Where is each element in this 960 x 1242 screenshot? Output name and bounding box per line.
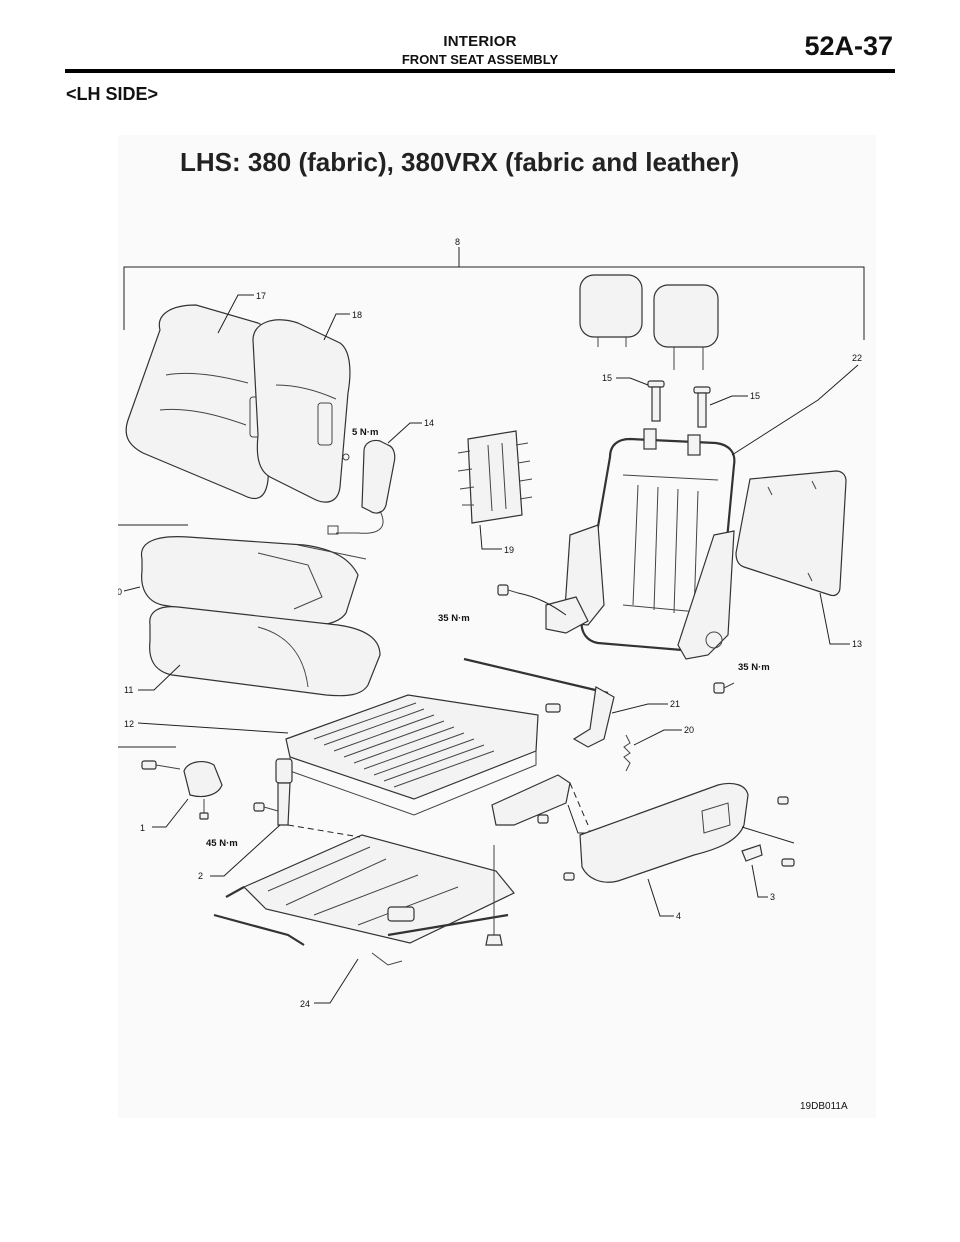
leader-3	[751, 864, 768, 898]
callout-15-right: 15	[750, 391, 760, 401]
callout-21: 21	[670, 699, 680, 709]
callout-10: 10	[118, 587, 122, 597]
seatback-frame-22	[545, 428, 736, 660]
leader-1	[152, 798, 189, 828]
seat-adjuster-24	[213, 834, 515, 966]
callout-20: 20	[684, 725, 694, 735]
header-rule	[65, 69, 895, 73]
lumbar-support-19	[457, 430, 533, 524]
release-rod-21	[463, 657, 615, 748]
return-spring-20	[623, 734, 631, 772]
leader-24	[314, 958, 359, 1004]
callout-17: 17	[256, 291, 266, 301]
seatback-board-13	[735, 470, 847, 597]
leader-10	[123, 586, 141, 592]
page-number: 52A-37	[804, 31, 893, 61]
callout-8: 8	[455, 237, 460, 247]
leader-20	[633, 729, 682, 746]
diagram-title: LHS: 380 (fabric), 380VRX (fabric and le…	[180, 147, 739, 177]
leader-15-right	[709, 395, 748, 406]
headrest-right	[653, 284, 719, 370]
bolt-35nm-left	[497, 584, 519, 596]
bolt-35nm-right	[713, 682, 735, 694]
leader-13	[819, 592, 850, 645]
leader-12	[137, 722, 289, 734]
side-airbag-14	[327, 439, 396, 535]
torque-35nm-left: 35 N·m	[438, 613, 470, 624]
torque-45nm: 45 N·m	[206, 838, 238, 849]
callout-4: 4	[676, 911, 681, 921]
callout-18: 18	[352, 310, 362, 320]
seatbelt-buckle-2	[253, 758, 293, 826]
header-title: INTERIOR	[443, 33, 517, 50]
leader-21	[611, 703, 668, 714]
leader-15-left	[616, 377, 649, 386]
recliner-knob-3	[741, 826, 795, 867]
torque-35nm-right: 35 N·m	[738, 662, 770, 673]
leader-4	[647, 878, 674, 917]
leader-7	[567, 804, 586, 834]
leader-22	[731, 364, 859, 456]
alignment-lines	[287, 782, 589, 838]
headrest-left	[579, 274, 643, 347]
callout-24: 24	[300, 999, 310, 1009]
leader-2	[210, 824, 281, 877]
leader-14	[387, 422, 422, 444]
callout-11: 11	[124, 685, 133, 695]
cushion-pad-11	[149, 606, 381, 697]
leader-18	[323, 313, 350, 341]
callout-22: 22	[852, 353, 862, 363]
side-shield-4	[563, 782, 789, 883]
inner-cover-1	[141, 760, 223, 820]
callout-1: 1	[140, 823, 145, 833]
callout-15-left: 15	[602, 373, 612, 383]
callout-14: 14	[424, 418, 434, 428]
bracket-9	[118, 524, 188, 748]
leader-bolt-35-left	[517, 592, 567, 616]
seat-exploded-diagram: LHS: 380 (fabric), 380VRX (fabric and le…	[118, 135, 876, 1118]
header-subtitle: FRONT SEAT ASSEMBLY	[401, 52, 559, 67]
callout-3: 3	[770, 892, 775, 902]
cushion-cover-10	[140, 536, 367, 627]
leader-11	[138, 664, 181, 691]
torque-5nm: 5 N·m	[352, 427, 378, 438]
leader-19	[479, 524, 502, 550]
section-label: <LH SIDE>	[66, 84, 159, 104]
bracket-7	[491, 774, 571, 826]
bracket-8	[123, 247, 865, 340]
leader-17	[217, 294, 254, 334]
callout-19: 19	[504, 545, 514, 555]
callout-13: 13	[852, 639, 862, 649]
headrest-guide-left-15	[647, 380, 665, 422]
callout-12: 12	[124, 719, 134, 729]
seatback-pad-18	[252, 319, 351, 503]
callout-2: 2	[198, 871, 203, 881]
headrest-guide-right-15	[693, 386, 711, 428]
figure-code: 19DB011A	[800, 1101, 848, 1112]
